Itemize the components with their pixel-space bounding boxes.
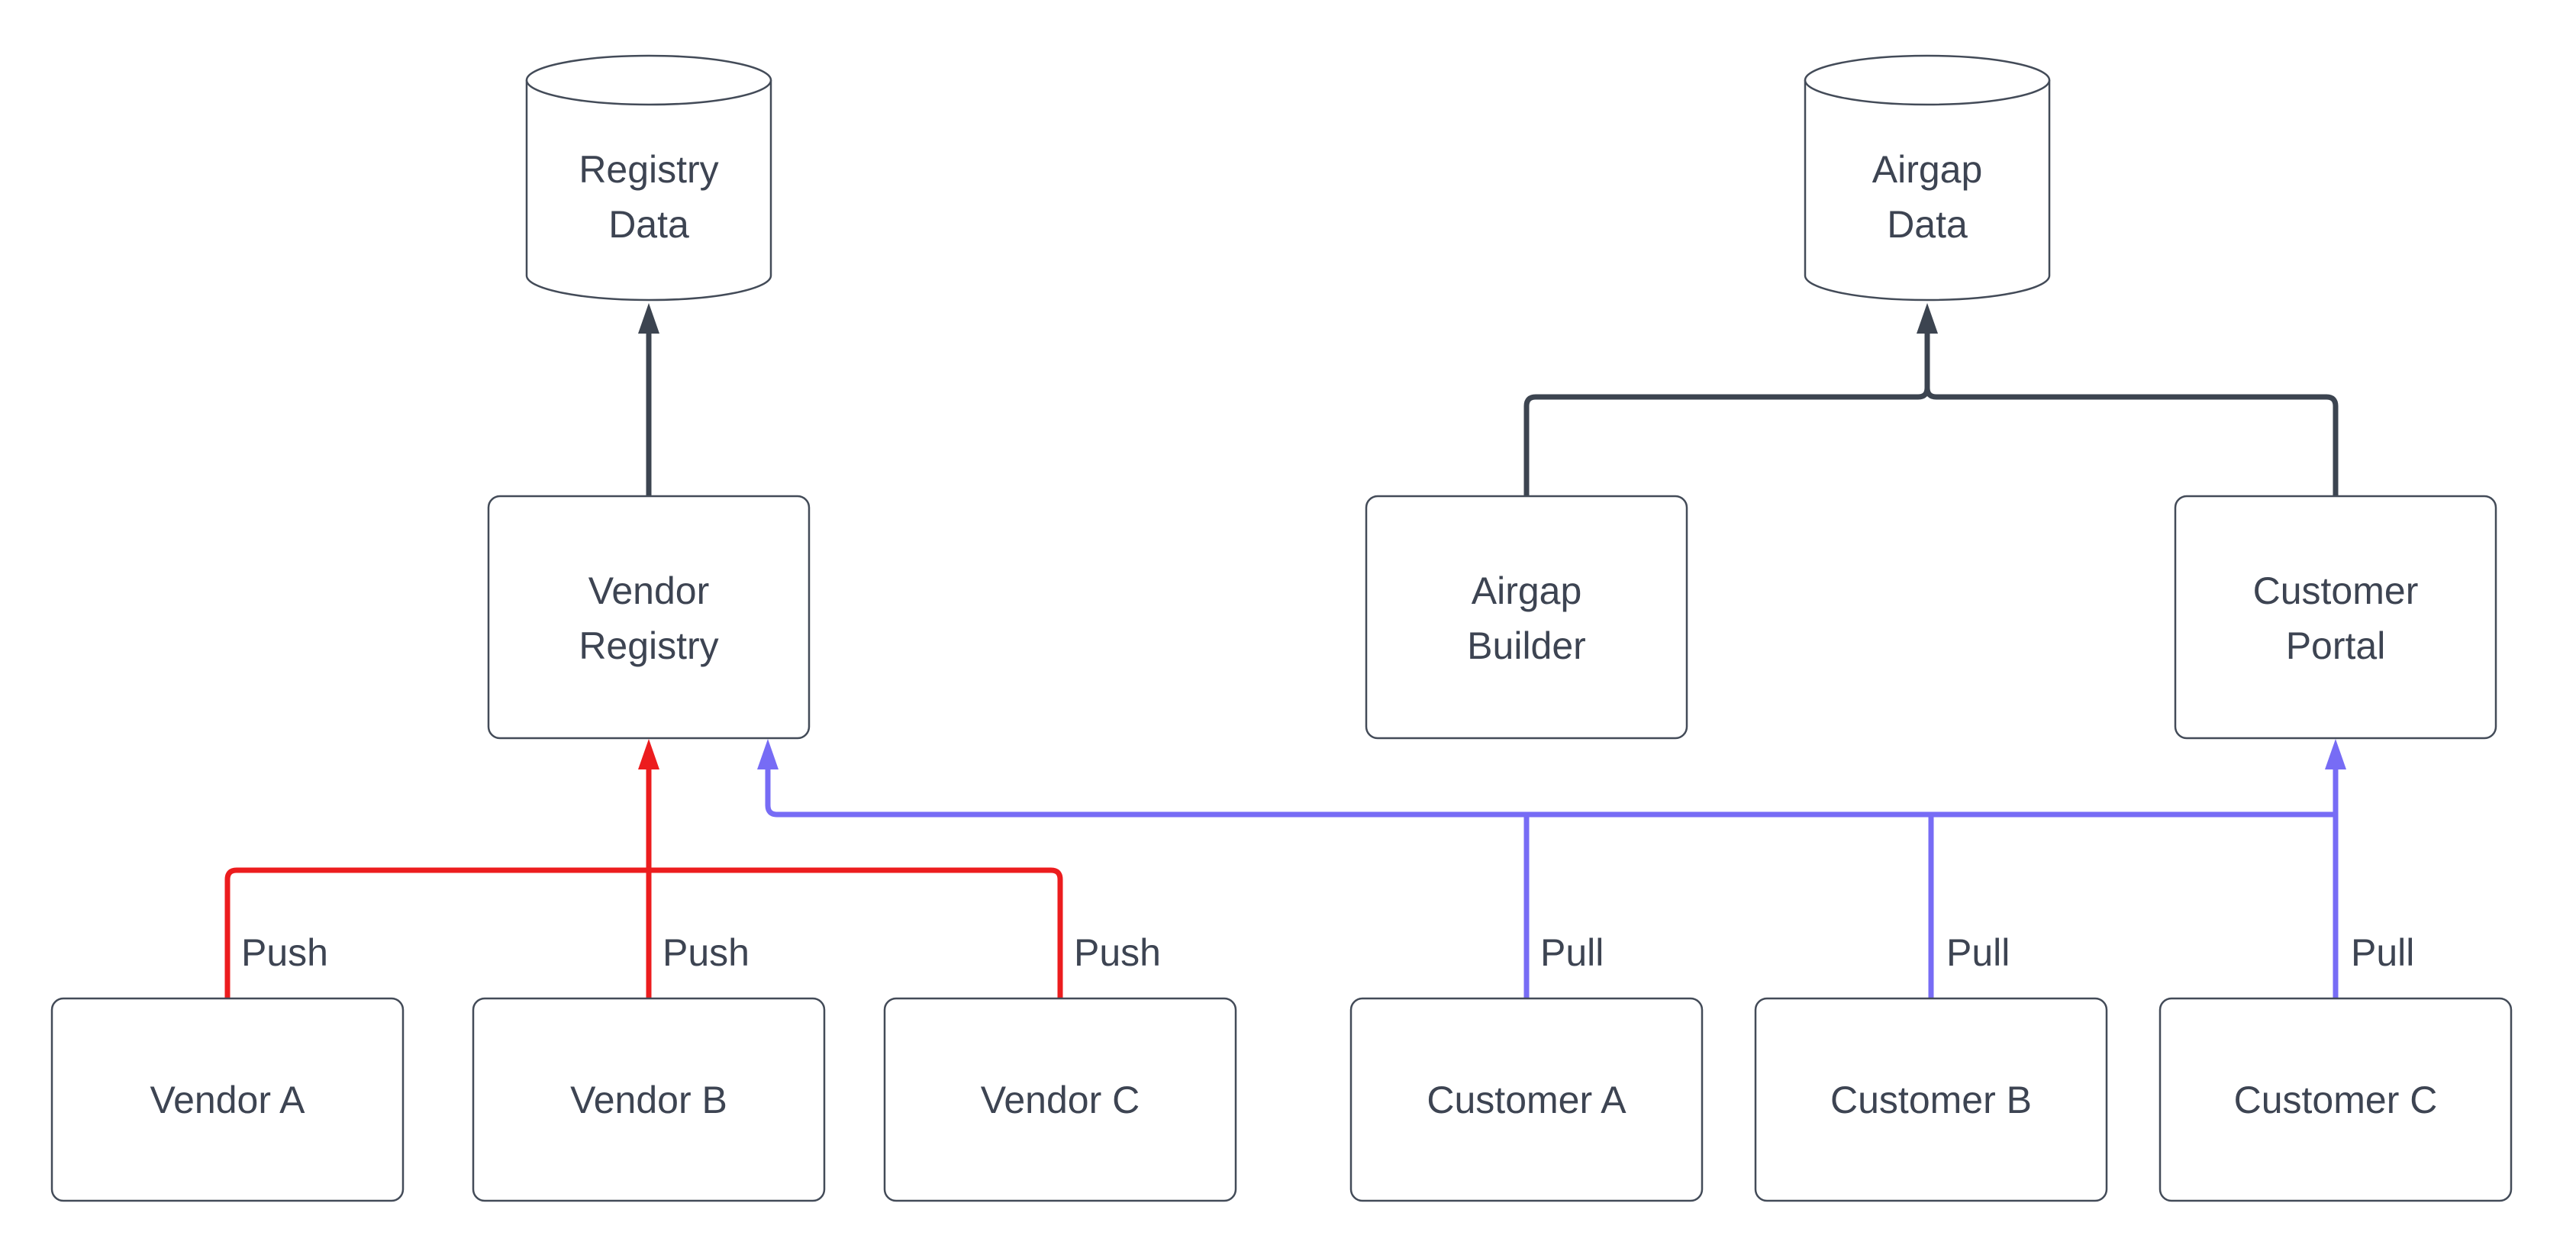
node-customer-c: Customer C xyxy=(2158,997,2513,1202)
node-label-line2: Builder xyxy=(1467,624,1586,667)
cylinder-icon xyxy=(525,54,772,302)
edge-vendor-registry-to-registry-data xyxy=(638,303,659,496)
arrowhead-up-icon xyxy=(1917,303,1938,334)
edge-label-pull: Pull xyxy=(1946,931,2010,974)
node-vendor-b: Vendor B xyxy=(472,997,826,1202)
node-label-line1: Airgap xyxy=(1472,569,1582,612)
edge-label-push: Push xyxy=(1074,931,1161,974)
edge-line xyxy=(649,867,1063,998)
node-airgap-builder: Airgap Builder xyxy=(1365,495,1688,740)
edge-customer-a-to-vendor-registry: Pull xyxy=(1523,812,1604,998)
edge-pull-bus-to-vendor-registry xyxy=(757,739,2336,818)
edge-vendor-a-to-vendor-registry: Push xyxy=(224,867,649,998)
edge-customer-c-to-customer-portal: Pull xyxy=(2325,739,2414,998)
node-vendor-c: Vendor C xyxy=(883,997,1237,1202)
edge-line xyxy=(1924,334,2339,496)
edge-customer-portal-to-airgap-data xyxy=(1917,303,2339,496)
node-label: Vendor B xyxy=(570,1079,727,1121)
node-label-line1: Airgap xyxy=(1872,148,1983,191)
cylinder-icon xyxy=(1804,54,2051,302)
node-box xyxy=(883,997,1237,1202)
node-label-line2: Data xyxy=(1887,203,1968,246)
node-box xyxy=(1349,997,1704,1202)
edge-vendor-c-to-vendor-registry: Push xyxy=(649,867,1161,998)
edge-vendor-b-to-vendor-registry: Push xyxy=(638,739,750,998)
edge-line xyxy=(765,767,2336,818)
node-box xyxy=(472,997,826,1202)
node-box xyxy=(2158,997,2513,1202)
node-customer-b: Customer B xyxy=(1754,997,2108,1202)
edge-customer-b-to-vendor-registry: Pull xyxy=(1928,812,2010,998)
node-label-line2: Data xyxy=(608,203,689,246)
cylinder-lid-icon xyxy=(1804,79,2051,106)
edge-label-pull: Pull xyxy=(2351,931,2414,974)
node-label-line1: Vendor xyxy=(588,569,709,612)
node-label: Vendor A xyxy=(150,1079,306,1121)
edge-label-pull: Pull xyxy=(1540,931,1604,974)
node-vendor-registry: Vendor Registry xyxy=(487,495,811,740)
cylinder-lid-icon xyxy=(525,79,772,106)
node-label: Customer B xyxy=(1830,1079,2032,1121)
node-label: Customer C xyxy=(2234,1079,2438,1121)
arrowhead-up-icon xyxy=(638,739,659,769)
node-label-line2: Registry xyxy=(579,624,718,667)
arrowhead-up-icon xyxy=(757,739,779,769)
node-box xyxy=(487,495,811,740)
node-label: Customer A xyxy=(1427,1079,1627,1121)
edge-line xyxy=(1523,334,1930,496)
edge-line xyxy=(224,867,649,998)
node-box xyxy=(1754,997,2108,1202)
edge-label-push: Push xyxy=(663,931,750,974)
node-customer-a: Customer A xyxy=(1349,997,1704,1202)
node-box xyxy=(1365,495,1688,740)
node-label-line1: Registry xyxy=(579,148,718,191)
node-registry-data: Registry Data xyxy=(525,54,772,302)
node-customer-portal: Customer Portal xyxy=(2174,495,2497,740)
arrowhead-up-icon xyxy=(2325,739,2346,769)
edge-label-push: Push xyxy=(241,931,328,974)
arrowhead-up-icon xyxy=(638,303,659,334)
node-label-line1: Customer xyxy=(2253,569,2419,612)
node-label-line2: Portal xyxy=(2286,624,2386,667)
edge-airgap-builder-to-airgap-data xyxy=(1523,334,1930,496)
node-vendor-a: Vendor A xyxy=(50,997,405,1202)
node-box xyxy=(2174,495,2497,740)
node-label: Vendor C xyxy=(981,1079,1140,1121)
node-airgap-data: Airgap Data xyxy=(1804,54,2051,302)
node-box xyxy=(50,997,405,1202)
